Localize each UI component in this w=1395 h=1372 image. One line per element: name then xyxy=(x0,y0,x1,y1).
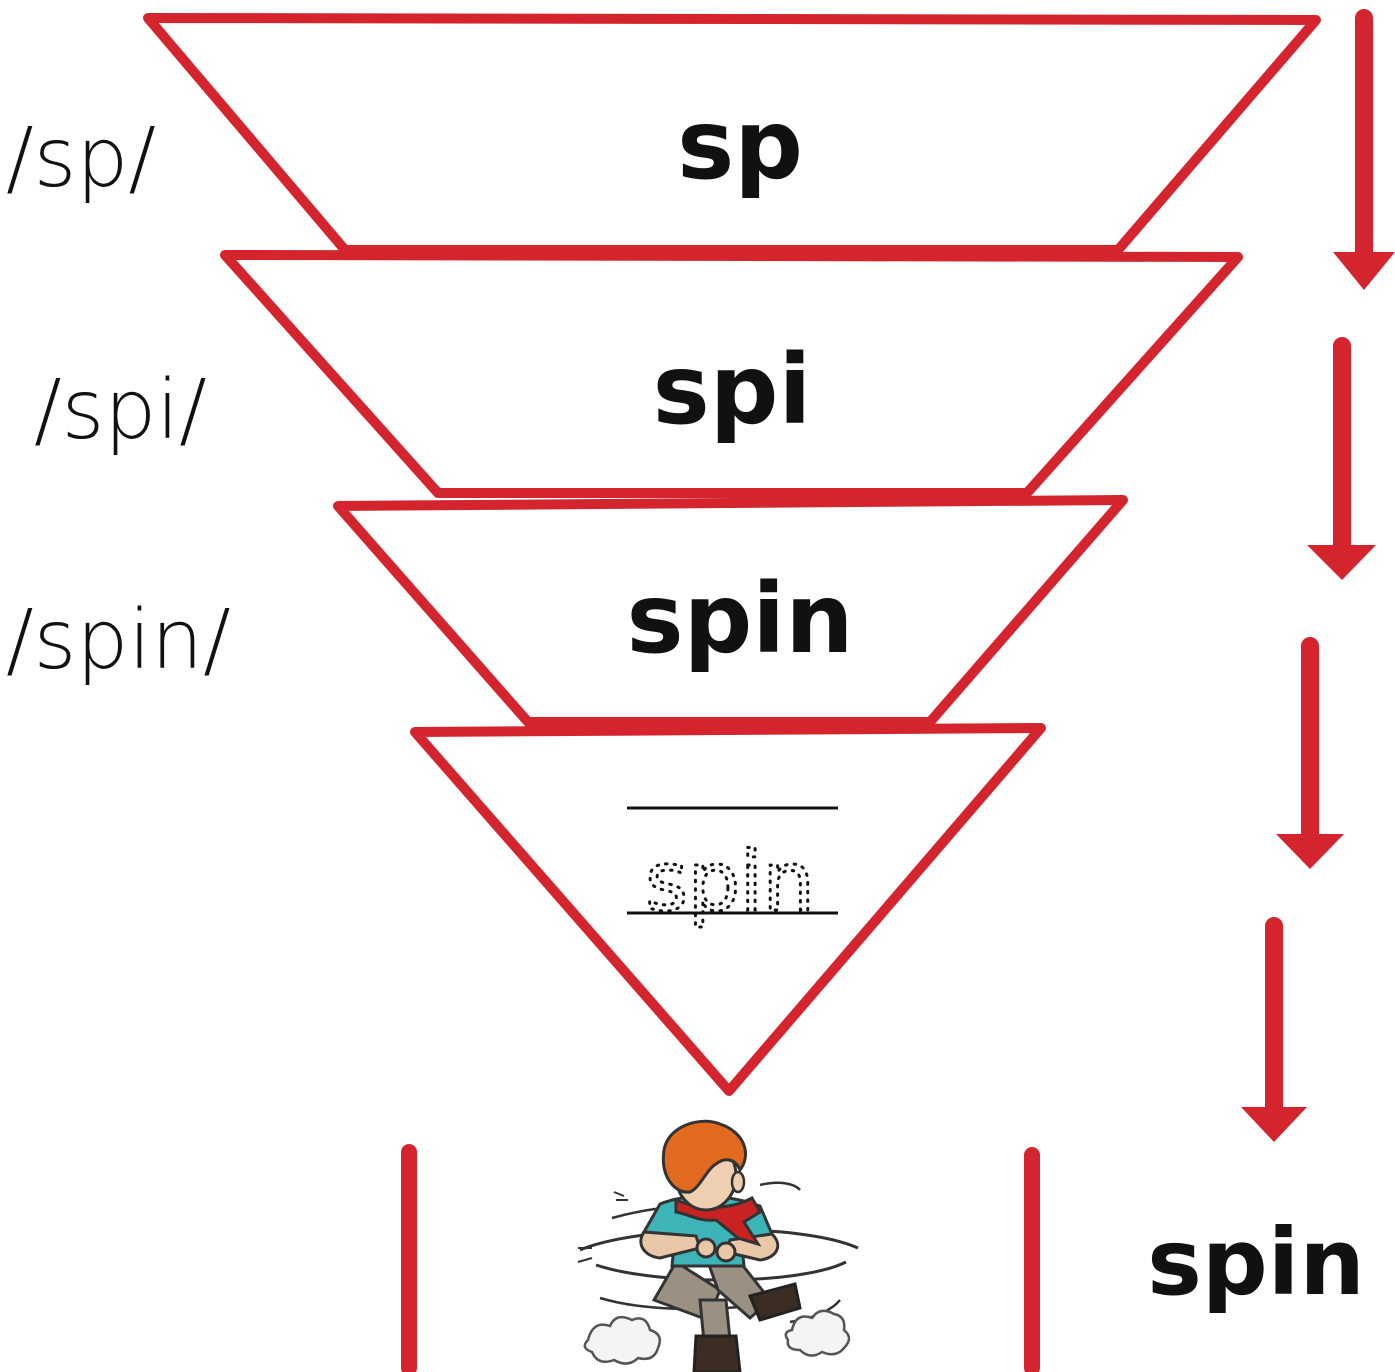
arrow-down-2 xyxy=(1307,337,1376,580)
phoneme-spi: /spi/ xyxy=(34,363,207,458)
arrow-down-3 xyxy=(1276,637,1344,869)
funnel-level-2-outline xyxy=(220,250,1243,498)
trace-word-spin: spin xyxy=(645,835,815,930)
funnel-word-spin: spin xyxy=(626,563,853,675)
result-word-spin: spin xyxy=(1147,1209,1365,1316)
funnel-level-3-outline xyxy=(333,495,1128,727)
arrow-down-1 xyxy=(1333,9,1395,290)
funnel-level-1-outline xyxy=(143,13,1321,255)
funnel-word-spi: spi xyxy=(653,334,812,446)
funnel-word-sp: sp xyxy=(677,89,803,201)
phoneme-sp: /sp/ xyxy=(6,111,156,206)
boy-spinning-illustration xyxy=(577,1119,859,1372)
phoneme-spin: /spin/ xyxy=(6,593,231,688)
arrow-down-4 xyxy=(1241,917,1307,1142)
funnel-bottom-triangle xyxy=(410,723,1046,1096)
